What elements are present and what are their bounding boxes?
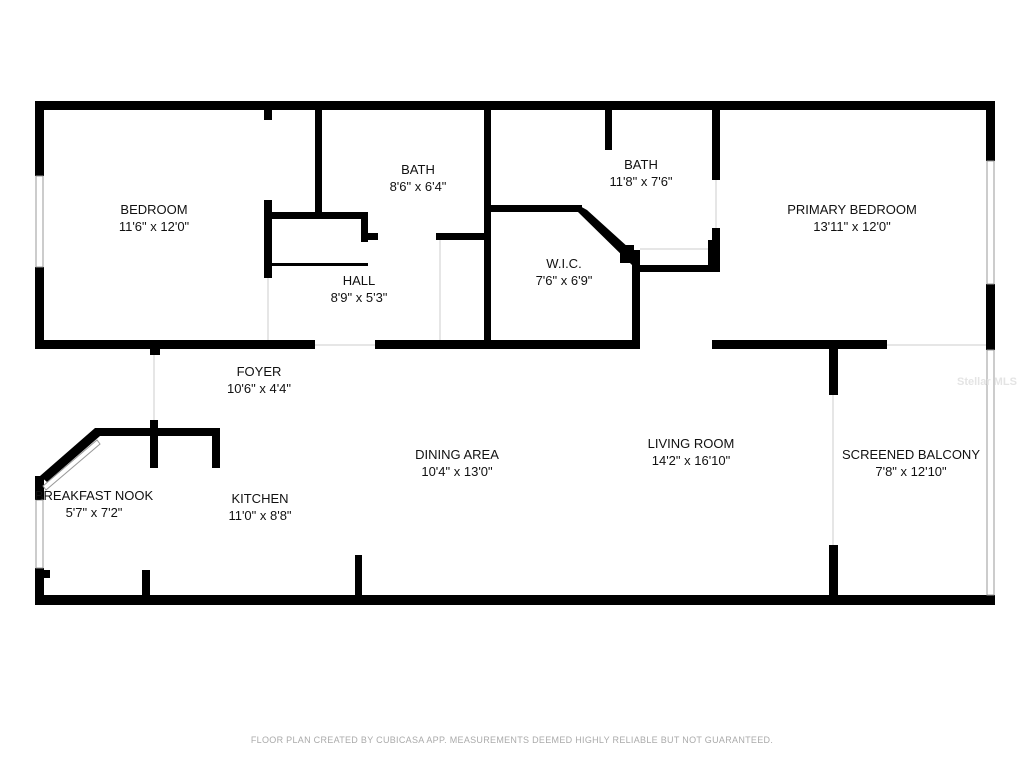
room-screened-balcony: SCREENED BALCONY 7'8" x 12'10" (842, 446, 980, 480)
room-living-room: LIVING ROOM 14'2" x 16'10" (648, 435, 735, 469)
room-name: PRIMARY BEDROOM (787, 202, 917, 217)
room-wic: W.I.C. 7'6" x 6'9" (536, 255, 593, 289)
room-size: 14'2" x 16'10" (651, 453, 731, 468)
room-name: KITCHEN (231, 491, 289, 506)
room-name: BEDROOM (120, 202, 188, 217)
room-foyer: FOYER 10'6" x 4'4" (227, 363, 291, 397)
room-size: 13'11" x 12'0" (813, 219, 891, 234)
room-breakfast-nook: BREAKFAST NOOK 5'7" x 7'2" (35, 487, 153, 521)
room-size: 10'6" x 4'4" (226, 381, 292, 396)
room-kitchen: KITCHEN 11'0" x 8'8" (228, 490, 291, 524)
room-primary-bedroom: PRIMARY BEDROOM 13'11" x 12'0" (787, 201, 917, 235)
room-size: 8'9" x 5'3" (330, 290, 388, 305)
room-size: 11'6" x 12'0" (118, 219, 190, 234)
room-name: SCREENED BALCONY (842, 447, 980, 462)
room-size: 5'7" x 7'2" (65, 505, 123, 520)
room-name: BREAKFAST NOOK (34, 488, 154, 503)
room-size: 7'6" x 6'9" (535, 273, 593, 288)
room-bedroom: BEDROOM 11'6" x 12'0" (119, 201, 189, 235)
room-bath-1: BATH 8'6" x 6'4" (390, 161, 447, 195)
room-name: FOYER (236, 364, 282, 379)
room-size: 7'8" x 12'10" (875, 464, 947, 479)
room-name: BATH (401, 162, 435, 177)
windows (35, 160, 995, 596)
room-name: W.I.C. (546, 256, 582, 271)
walls (35, 101, 995, 605)
room-name: DINING AREA (415, 447, 499, 462)
room-size: 10'4" x 13'0" (421, 464, 493, 479)
room-size: 11'0" x 8'8" (228, 508, 292, 523)
room-size: 11'8" x 7'6" (609, 174, 673, 189)
watermark: Stellar MLS (957, 376, 1017, 388)
room-name: HALL (342, 273, 376, 288)
room-bath-2: BATH 11'8" x 7'6" (609, 156, 672, 190)
footer-disclaimer: FLOOR PLAN CREATED BY CUBICASA APP. MEAS… (250, 735, 774, 745)
room-hall: HALL 8'9" x 5'3" (331, 272, 388, 306)
door-openings (153, 180, 986, 545)
room-dining-area: DINING AREA 10'4" x 13'0" (415, 446, 499, 480)
room-name: BATH (624, 157, 658, 172)
room-size: 8'6" x 6'4" (389, 179, 447, 194)
room-name: LIVING ROOM (647, 436, 735, 451)
